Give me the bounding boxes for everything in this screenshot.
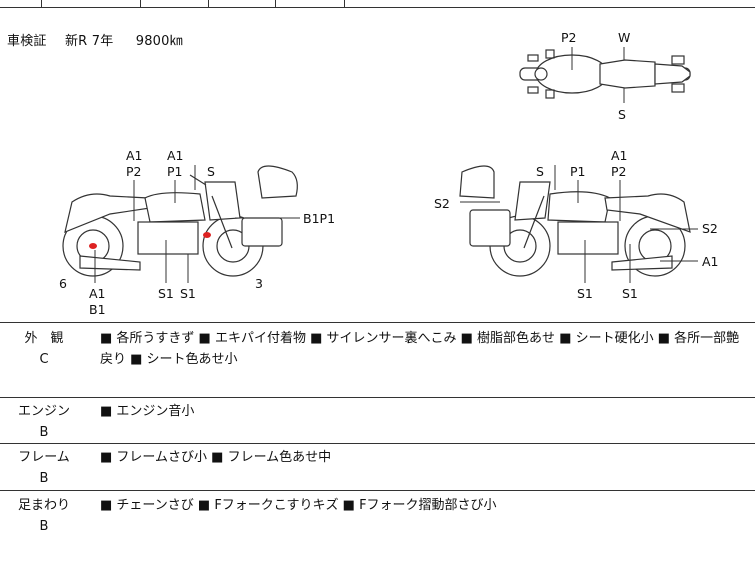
diagram-label: S1 (158, 286, 174, 301)
header-bottom-border (0, 7, 755, 8)
top-view-motorcycle-icon (519, 49, 691, 99)
diagram-label: 6 (59, 276, 67, 291)
header-divider (140, 0, 141, 7)
header-divider (41, 0, 42, 7)
diagram-label: W (618, 30, 630, 45)
header-divider (344, 0, 345, 7)
section-grade: C (39, 352, 49, 367)
diagram-label: P1 (167, 164, 183, 179)
diagram-label: S1 (622, 286, 638, 301)
section-divider (0, 322, 755, 323)
diagram-label: P2 (611, 164, 627, 179)
section-divider (0, 397, 755, 398)
diagram-label: S2 (434, 196, 450, 211)
diagram-label: S2 (702, 221, 718, 236)
section-text-frame: ■ フレームさび小 ■ フレーム色あせ中 (100, 450, 332, 465)
header-divider (275, 0, 276, 7)
diagram-label: A1 (126, 148, 143, 163)
section-grade: B (39, 519, 49, 534)
damage-diagram: P2 W S A1 P2 A1 P1 S (59, 30, 719, 317)
diagram-label: P2 (561, 30, 577, 45)
section-text-engine: ■ エンジン音小 (100, 404, 195, 419)
registration-label: 車検証 (7, 34, 47, 49)
diagram-label: B1P1 (303, 211, 335, 226)
section-title-frame: フレーム B (0, 447, 88, 489)
diagram-label: S1 (577, 286, 593, 301)
section-divider (0, 443, 755, 444)
diagram-label: B1 (89, 302, 106, 317)
section-text-exterior: ■ 各所うすきず ■ エキパイ付着物 ■ サイレンサー裏へこみ ■ 樹脂部色あせ… (100, 331, 740, 367)
section-grade: B (39, 471, 49, 486)
diagram-label: S (536, 164, 544, 179)
section-grade: B (39, 425, 49, 440)
diagram-label: 3 (255, 276, 263, 291)
diagram-label: P2 (126, 164, 142, 179)
diagram-label: A1 (702, 254, 719, 269)
diagram-label: S1 (180, 286, 196, 301)
header-divider (208, 0, 209, 7)
registration-value: 新R 7年 (64, 34, 114, 49)
right-side-motorcycle-icon (459, 165, 691, 277)
diagram-label: A1 (167, 148, 184, 163)
section-title-engine: エンジン B (0, 401, 88, 443)
section-divider (0, 490, 755, 491)
diagram-label: S (618, 107, 626, 122)
section-text-suspension: ■ チェーンさび ■ Fフォークこすりキズ ■ Fフォーク摺動部さび小 (100, 498, 497, 513)
registration-line: 車検証 新R 7年 9800㎞ (7, 30, 183, 49)
section-title-suspension: 足まわり B (0, 495, 88, 537)
mileage-value: 9800㎞ (135, 34, 183, 49)
left-side-motorcycle-icon (62, 165, 298, 277)
section-title-exterior: 外 観 C (0, 328, 88, 370)
diagram-label: P1 (570, 164, 586, 179)
diagram-label: A1 (89, 286, 106, 301)
diagram-label: S (207, 164, 215, 179)
diagram-label: A1 (611, 148, 628, 163)
